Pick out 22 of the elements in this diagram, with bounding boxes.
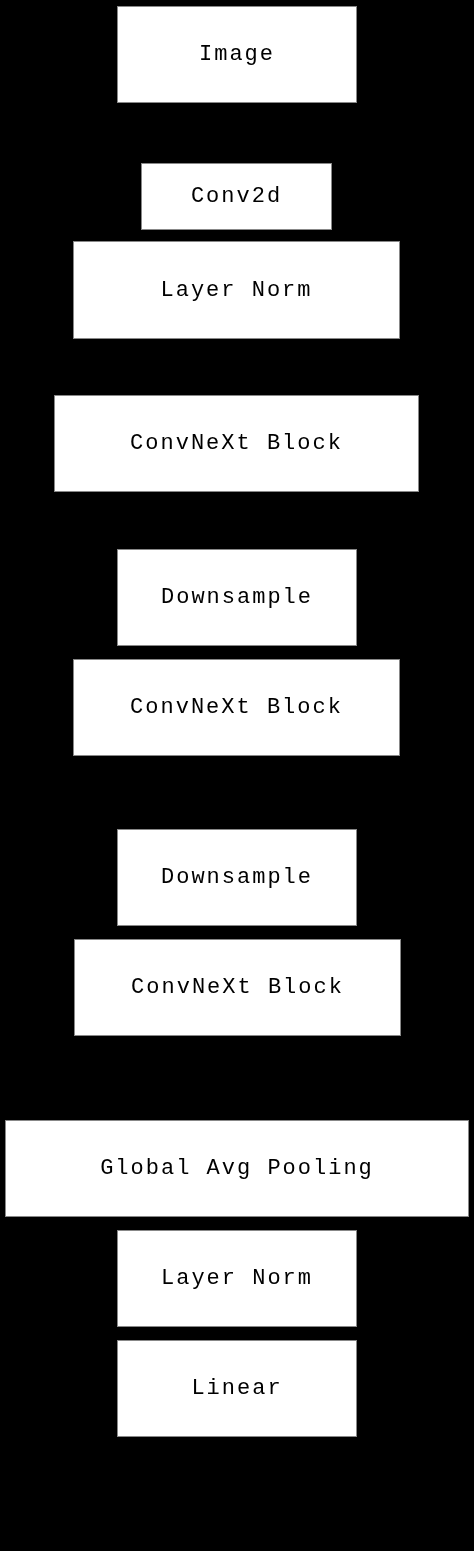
box-label: Layer Norm	[161, 1266, 313, 1291]
box-label: Linear	[191, 1376, 283, 1401]
process-box	[5, 1120, 469, 1217]
process-box	[117, 1340, 357, 1437]
process-box	[117, 1230, 357, 1327]
box-label: ConvNeXt Block	[130, 695, 343, 720]
box-label: Downsample	[161, 585, 313, 610]
process-box	[74, 939, 401, 1036]
box-label: Downsample	[161, 865, 313, 890]
process-box	[117, 549, 357, 646]
box-label: Image	[199, 42, 275, 67]
process-box	[54, 395, 419, 492]
box-label: Layer Norm	[160, 277, 313, 303]
process-box	[117, 829, 357, 926]
process-box	[117, 6, 357, 103]
process-box	[141, 163, 332, 230]
box-label: Conv2d	[190, 184, 283, 209]
process-box	[73, 659, 400, 756]
box-label: ConvNeXt Block	[131, 975, 344, 1000]
box-label: Global Avg Pooling	[100, 1156, 374, 1181]
box-label: ConvNeXt Block	[130, 431, 343, 456]
process-box	[73, 241, 400, 339]
